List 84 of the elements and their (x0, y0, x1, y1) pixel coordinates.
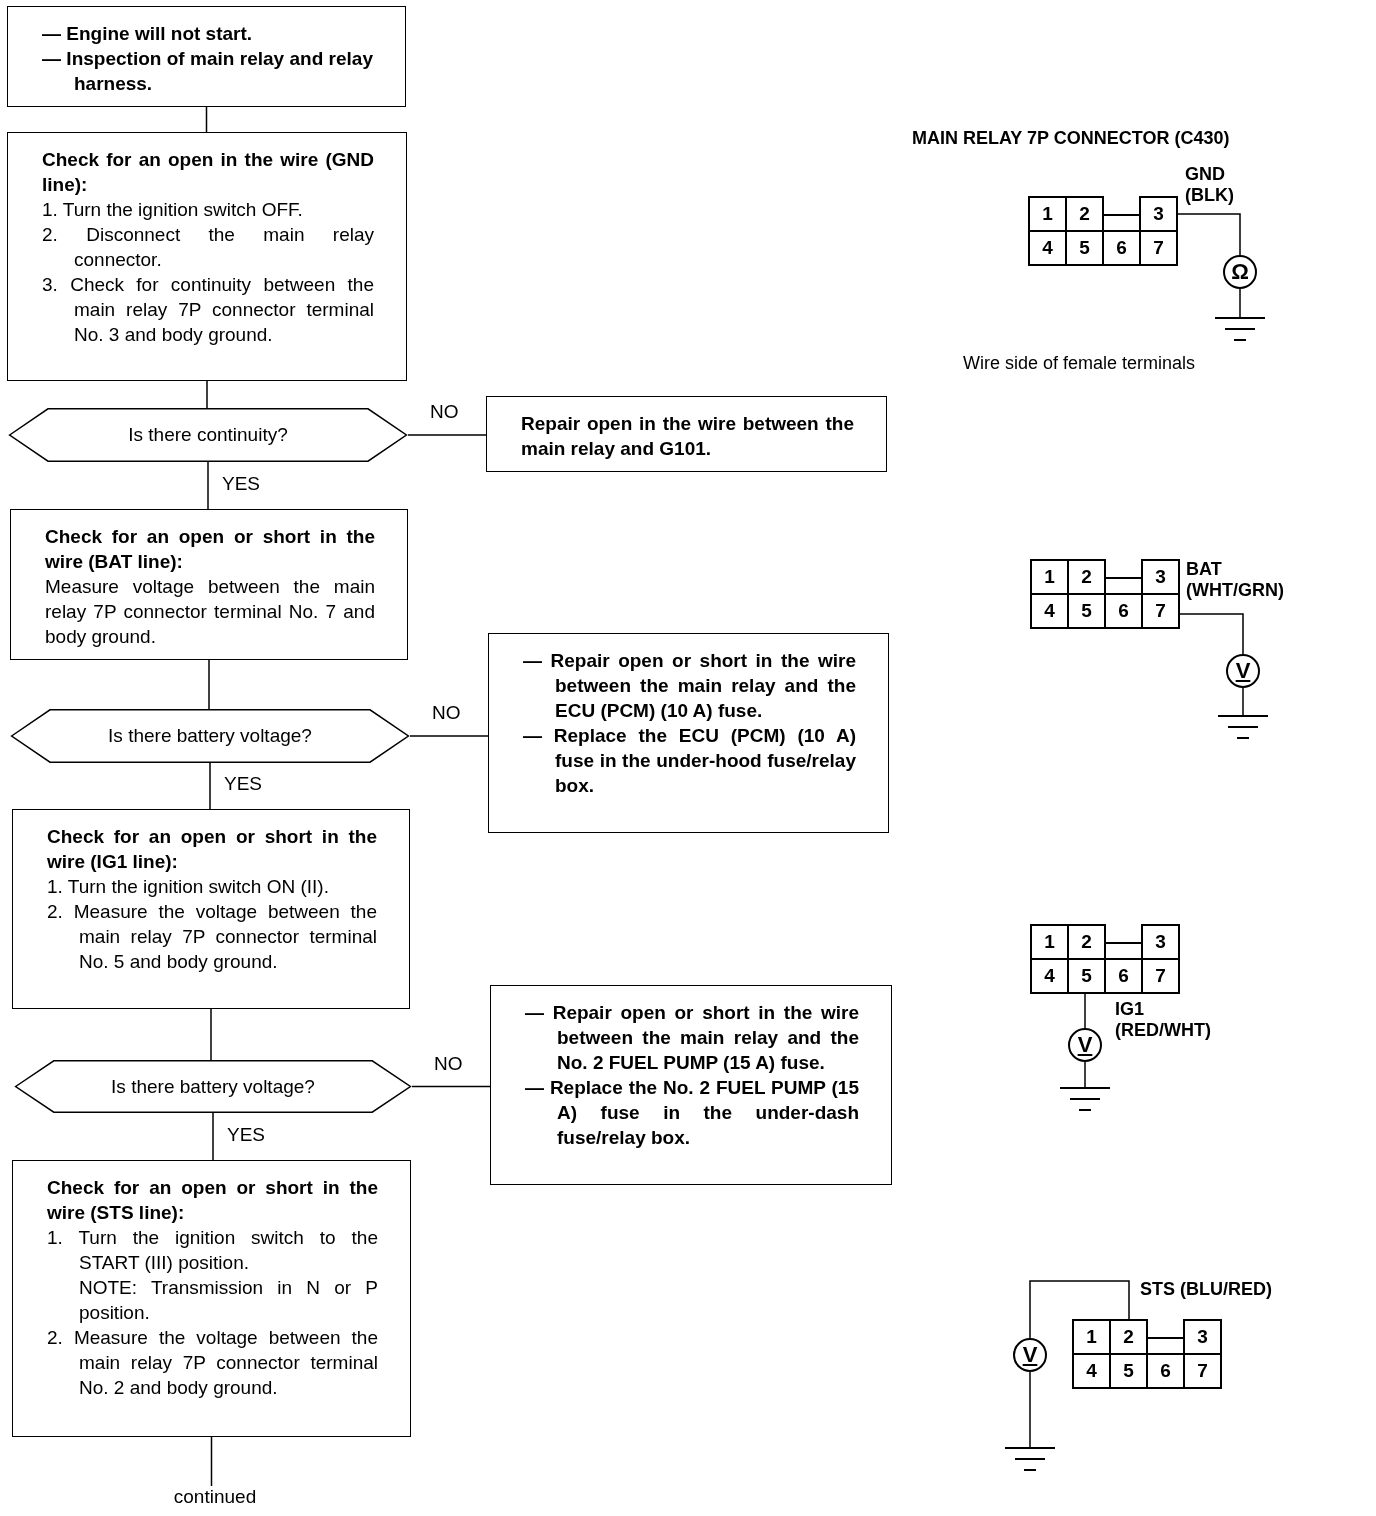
step-text: 2. Measure the voltage between the main relay 7P connector terminal No. 2 and body ground. (47, 1326, 378, 1400)
step-text: 3. Check for continuity between the main relay 7P connector terminal No. 3 and body ground. (42, 273, 374, 347)
connector-line (208, 659, 210, 710)
step-box (488, 633, 889, 833)
wire-label: GND (BLK) (1185, 164, 1235, 206)
step-box (12, 1160, 411, 1437)
pin-number: 3 (1154, 930, 1167, 954)
pin-number: 5 (1078, 236, 1091, 260)
connector-line (407, 434, 487, 436)
wire-label: BAT (WHT/GRN) (1186, 559, 1285, 601)
pin-number: 2 (1122, 1325, 1135, 1349)
pin-number: 1 (1043, 565, 1056, 589)
step-text: 1. Turn the ignition switch OFF. (42, 198, 304, 222)
pin-number: 5 (1080, 964, 1093, 988)
step-text: Measure voltage between the main relay 7P connector terminal No. 7 and body ground. (45, 575, 375, 649)
connector-line (212, 1112, 214, 1161)
pin-number: 6 (1117, 964, 1130, 988)
pin-number: 6 (1115, 236, 1128, 260)
pin-number: 4 (1085, 1359, 1098, 1383)
step-box (7, 132, 407, 381)
connector-line (411, 1085, 491, 1088)
decision-hexagon (8, 408, 408, 462)
step-text: 2. Disconnect the main relay connector. (42, 223, 374, 272)
decision-hexagon (14, 1060, 412, 1113)
pin-number: 4 (1043, 599, 1056, 623)
connector-line (210, 1008, 212, 1061)
pin-number: 3 (1196, 1325, 1209, 1349)
drawing-title: MAIN RELAY 7P CONNECTOR (C430) (912, 128, 1230, 149)
pin-number: 6 (1117, 599, 1130, 623)
step-text: — Replace the ECU (PCM) (10 A) fuse in the under-hood fuse/relay box. (523, 724, 856, 798)
pin-number: 4 (1043, 964, 1056, 988)
pin-number: 5 (1080, 599, 1093, 623)
pin-number: 1 (1041, 202, 1054, 226)
decision-hexagon (10, 709, 410, 763)
heading-text: Check for an open or short in the wire (IG1 line): (47, 825, 377, 874)
wire-label: IG1 (RED/WHT) (1115, 999, 1212, 1041)
step-text: NOTE: Transmission in N or P position. (78, 1276, 378, 1325)
connector-line (209, 762, 211, 810)
pin-number: 6 (1159, 1359, 1172, 1383)
question-text: Is there battery voltage? (107, 725, 313, 747)
meter-symbol: V (1226, 654, 1260, 688)
step-text: 1. Turn the ignition switch to the START (III) position. (47, 1226, 378, 1275)
meter-symbol: Ω (1223, 255, 1257, 289)
pin-number: 7 (1154, 599, 1167, 623)
step-text: — Engine will not start. (42, 22, 254, 46)
step-box (10, 509, 408, 660)
question-text: Is there battery voltage? (110, 1075, 316, 1098)
heading-text: Check for an open or short in the wire (BAT line): (45, 525, 375, 574)
pin-number: 2 (1080, 930, 1093, 954)
view-note: Wire side of female terminals (963, 353, 1196, 374)
step-box (486, 396, 887, 472)
heading-text: Check for an open in the wire (GND line): (42, 148, 374, 197)
meter-symbol: V (1068, 1028, 1102, 1062)
pin-number: 1 (1085, 1325, 1098, 1349)
connector-line (207, 461, 209, 510)
step-text: Repair open in the wire between the main relay and G101. (521, 412, 854, 461)
step-box (490, 985, 892, 1185)
step-text: — Replace the No. 2 FUEL PUMP (15 A) fuse in the under-dash fuse/relay box. (525, 1076, 859, 1150)
wire-label: STS (BLU/RED) (1140, 1279, 1272, 1300)
connector-line (206, 380, 208, 409)
step-text: — Repair open or short in the wire between the main relay and the ECU (PCM) (10 A) fuse. (523, 649, 856, 723)
question-text: Is there continuity? (127, 424, 289, 446)
step-text: 1. Turn the ignition switch ON (II). (47, 875, 330, 899)
pin-number: 3 (1152, 202, 1165, 226)
pin-number: 2 (1078, 202, 1091, 226)
step-text: — Repair open or short in the wire between the main relay and the No. 2 FUEL PUMP (15 A) fuse. (525, 1001, 859, 1075)
pin-number: 7 (1196, 1359, 1209, 1383)
pin-number: 4 (1041, 236, 1054, 260)
pin-number: 1 (1043, 930, 1056, 954)
heading-text: Check for an open or short in the wire (STS line): (47, 1176, 378, 1225)
meter-symbol: V (1013, 1338, 1047, 1372)
pin-number: 7 (1154, 964, 1167, 988)
connector-line (205, 106, 208, 133)
connector-line (409, 735, 489, 737)
step-text: — Inspection of main relay and relay harness. (42, 47, 373, 96)
step-text: 2. Measure the voltage between the main relay 7P connector terminal No. 5 and body ground. (47, 900, 377, 974)
pin-number: 2 (1080, 565, 1093, 589)
step-box (7, 6, 406, 107)
step-box (12, 809, 410, 1009)
pin-number: 7 (1152, 236, 1165, 260)
continuation-text: continued (150, 1486, 280, 1508)
pin-number: 3 (1154, 565, 1167, 589)
pin-number: 5 (1122, 1359, 1135, 1383)
connector-line (210, 1436, 213, 1487)
